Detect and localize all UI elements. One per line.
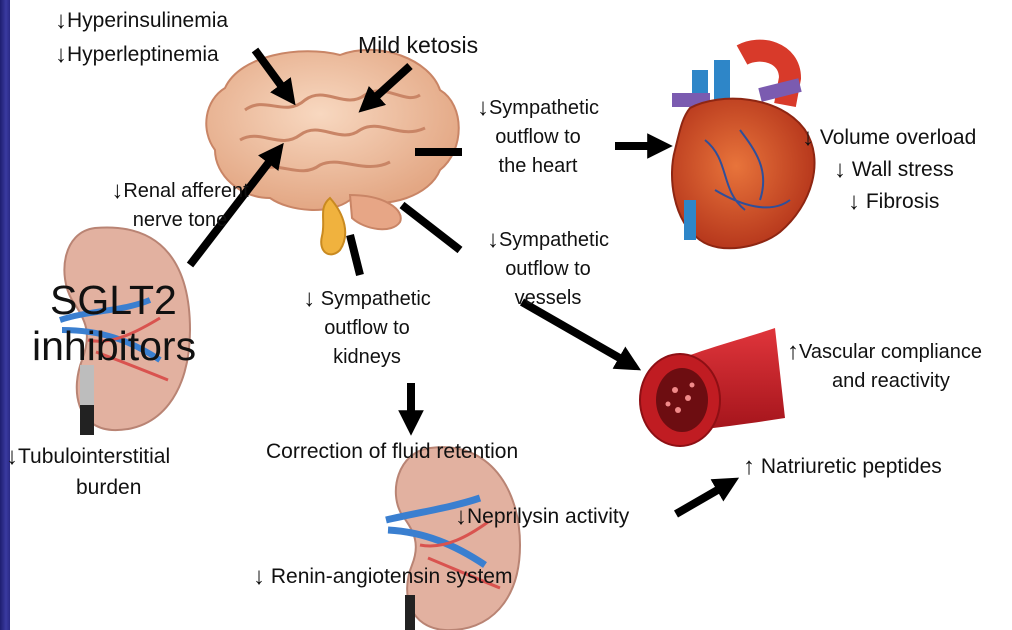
down-arrow-icon: ↓ (6, 443, 18, 470)
label-hyperinsulinemia: ↓Hyperinsulinemia (55, 4, 228, 36)
label-renin-angiotensin: ↓ Renin-angiotensin system (253, 560, 512, 592)
kidney-bottom-icon (386, 447, 520, 630)
down-arrow-icon: ↓ (848, 188, 860, 215)
down-arrow-icon: ↓ (253, 563, 265, 590)
label-neprilysin: ↓Neprilysin activity (455, 500, 629, 532)
label-sglt2: SGLT2 (50, 276, 177, 324)
label-inhibitors: inhibitors (32, 322, 196, 370)
label-sympathetic-vessels: ↓Sympathetic outflow to vessels (478, 224, 618, 313)
down-arrow-icon: ↓ (487, 226, 499, 253)
label-sympathetic-kidneys: ↓ Sympathetic outflow to kidneys (282, 283, 452, 372)
down-arrow-icon: ↓ (55, 7, 67, 34)
down-arrow-icon: ↓ (834, 156, 846, 183)
blood-vessel-icon (640, 328, 785, 446)
down-arrow-icon: ↓ (303, 285, 315, 312)
down-arrow-icon: ↓ (55, 41, 67, 68)
up-arrow-icon: ↑ (743, 453, 755, 480)
down-arrow-icon: ↓ (802, 124, 814, 151)
label-vascular-compliance: ↑Vascular compliance and reactivity (787, 336, 982, 396)
down-arrow-icon: ↓ (477, 94, 489, 121)
label-renal-afferent: ↓Renal afferent nerve tone (90, 175, 270, 235)
label-tubulointerstitial: ↓Tubulointerstitial burden (6, 440, 170, 503)
heart-icon (672, 51, 815, 249)
label-sympathetic-heart: ↓Sympathetic outflow to the heart (468, 92, 608, 181)
label-fibrosis: ↓ Fibrosis (848, 185, 939, 217)
down-arrow-icon: ↓ (111, 177, 123, 204)
up-arrow-icon: ↑ (787, 338, 799, 365)
label-hyperleptinemia: ↓Hyperleptinemia (55, 38, 219, 70)
label-volume-overload: ↓ Volume overload (802, 121, 976, 153)
down-arrow-icon: ↓ (455, 503, 467, 530)
label-mild-ketosis: Mild ketosis (358, 30, 478, 61)
label-wall-stress: ↓ Wall stress (834, 153, 954, 185)
label-natriuretic-peptides: ↑ Natriuretic peptides (743, 450, 942, 482)
label-fluid-retention: Correction of fluid retention (266, 436, 518, 467)
